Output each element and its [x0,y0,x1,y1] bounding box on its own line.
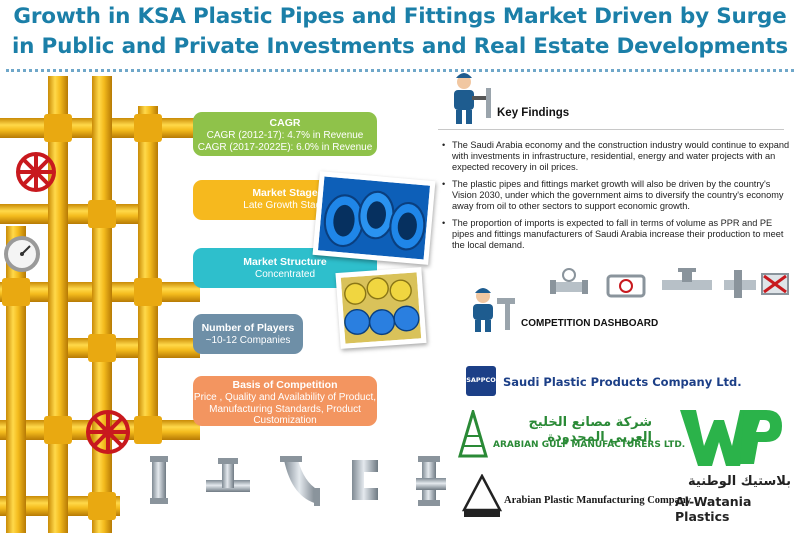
al-watania-arabic: بلاستيك الوطنية [688,474,792,489]
sppc-logo: SAPPCO [466,366,496,396]
apmc-name: Arabian Plastic Manufacturing Company [504,495,691,506]
meter-icon [606,274,646,298]
sppc-name: Saudi Plastic Products Company Ltd. [503,375,742,389]
al-watania-logo-icon [680,410,782,466]
key-findings-divider [438,129,784,130]
apmc-logo-icon [462,474,502,517]
cagr-heading: CAGR [269,117,301,129]
cagr-line-2: CAGR (2017-2022E): 6.0% in Revenue [197,141,373,153]
market-stage-value: Late Growth Stage [243,200,327,211]
key-findings-heading: Key Findings [497,107,570,119]
players-heading: Number of Players [201,322,295,334]
agm-name: ARABIAN GULF MANUFACTURERS LTD. [493,440,686,450]
pipe-gauge-icon [550,268,588,294]
list-item: The plastic pipes and fittings market gr… [442,179,792,212]
pipe-fitting-icon [724,270,756,298]
colored-pipes-photo [335,267,427,349]
fittings-row [150,456,446,506]
plumber-icon [454,73,491,124]
agm-arabic: شركة مصانع الخليج العربي المحدودة [528,415,652,445]
pipe-valve-icon [662,268,712,290]
title-line-1: Growth in KSA Plastic Pipes and Fittings… [13,4,787,29]
competition-dashboard-heading: COMPETITION DASHBOARD [521,318,659,329]
agm-tower-icon [458,410,488,458]
list-item: The proportion of imports is expected to… [442,218,792,251]
basis-of-competition-card: Basis of Competition Price , Quality and… [193,376,377,426]
elbow-fitting-icon [280,456,320,506]
players-value: ~10-12 Companies [205,335,291,346]
market-structure-value: Concentrated [254,269,316,280]
basis-heading: Basis of Competition [232,379,338,391]
basis-line-2: Manufacturing Standards, Product [209,403,361,415]
key-findings-list: The Saudi Arabia economy and the constru… [442,140,792,257]
u-bend-fitting-icon [352,460,378,500]
sppc-badge: SAPPCO [466,376,496,384]
pipe-icons-row [550,268,789,298]
straight-pipe-icon [150,456,168,504]
title-line-2: in Public and Private Investments and Re… [11,34,789,59]
al-watania-name: Al-Watania Plastics [675,494,752,524]
title-divider [6,69,794,72]
pipes-illustration [0,76,200,533]
cagr-line-1: CAGR (2012-17): 4.7% in Revenue [206,130,364,141]
title-bar: Growth in KSA Plastic Pipes and Fittings… [0,0,800,66]
apmc-badge: APLACO [468,512,496,519]
tee-fitting-icon [416,456,446,506]
worker-icon [473,288,515,332]
pressure-gauge-icon [4,236,40,272]
market-stage-heading: Market Stage [252,187,318,199]
blocked-pipe-icon [761,273,789,295]
basis-line-3: Customization [253,415,317,426]
list-item: The Saudi Arabia economy and the constru… [442,140,792,173]
blue-pipes-photo [312,171,436,265]
valve-fitting-icon [206,458,250,492]
players-card: Number of Players ~10-12 Companies [193,314,303,354]
basis-line-1: Price , Quality and Availability of Prod… [193,392,377,403]
page-title: Growth in KSA Plastic Pipes and Fittings… [0,2,800,62]
market-structure-heading: Market Structure [243,256,327,268]
cagr-card: CAGR CAGR (2012-17): 4.7% in Revenue CAG… [193,112,377,156]
